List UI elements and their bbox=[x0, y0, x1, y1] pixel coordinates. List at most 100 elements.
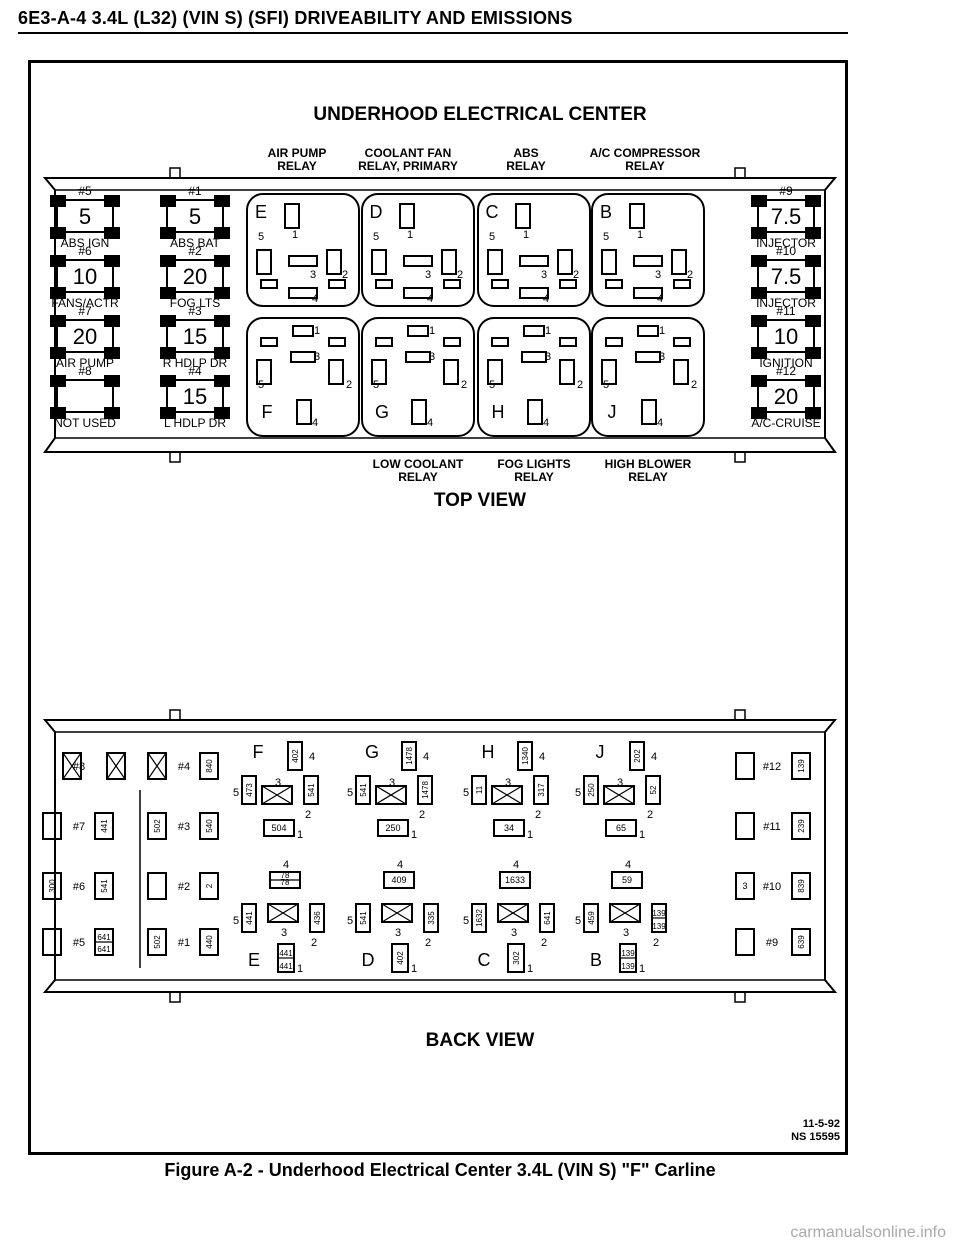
back-fuse-terminal bbox=[42, 872, 62, 900]
wire-number: 139 bbox=[652, 909, 666, 918]
relay-pin bbox=[411, 399, 427, 425]
fuse-number: #9 bbox=[779, 184, 793, 198]
wire-number: 441 bbox=[100, 819, 109, 833]
relay-pin bbox=[605, 337, 623, 347]
wire-number: 540 bbox=[205, 819, 214, 833]
relay-pin bbox=[641, 399, 657, 425]
wire-number: 317 bbox=[537, 783, 546, 797]
relay-pin bbox=[629, 203, 645, 229]
fuse-label: ABS BAT bbox=[170, 236, 220, 250]
back-relay-pin bbox=[497, 903, 529, 923]
relay-body bbox=[591, 317, 705, 437]
bottom-relay-label-line1: LOW COOLANT bbox=[373, 457, 464, 471]
fuse-label: L HDLP DR bbox=[164, 416, 226, 430]
wire-number: 441 bbox=[279, 949, 293, 958]
fuse-amp-rating: 5 bbox=[189, 204, 201, 229]
top-relay-label-line2: RELAY bbox=[625, 159, 665, 173]
relay-pin bbox=[403, 255, 433, 267]
wire-number: 11 bbox=[475, 785, 484, 794]
fuse-body bbox=[166, 319, 224, 353]
back-relay-pin bbox=[583, 903, 599, 933]
figure-frame bbox=[28, 60, 848, 1155]
wire-number: 2 bbox=[205, 883, 214, 888]
relay-pin-number: 3 bbox=[541, 269, 547, 281]
watermark: carmanualsonline.info bbox=[790, 1224, 946, 1241]
relay-pin bbox=[328, 279, 346, 289]
fuse-tab bbox=[104, 287, 120, 299]
relay-pin-number: 1 bbox=[523, 229, 529, 241]
fuse-label: FANS/ACTR bbox=[51, 296, 119, 310]
fuse-tab bbox=[214, 195, 230, 207]
relay-pin-number: 1 bbox=[637, 229, 643, 241]
bottom-relay-label-line2: RELAY bbox=[628, 470, 668, 484]
fuse-tab bbox=[805, 287, 821, 299]
wire-number: 139 bbox=[652, 922, 666, 931]
relay-body bbox=[246, 317, 360, 437]
relay-pin-number: 5 bbox=[463, 787, 469, 799]
relay-pin-number: 1 bbox=[527, 963, 533, 975]
fuse-tab bbox=[104, 255, 120, 267]
relay-pin bbox=[491, 337, 509, 347]
fuse-tab bbox=[751, 195, 767, 207]
back-relay-pin bbox=[377, 819, 409, 837]
relay-pin-number: 3 bbox=[389, 777, 395, 789]
relay-pin-number: 1 bbox=[639, 829, 645, 841]
top-relay-label-line2: RELAY bbox=[277, 159, 317, 173]
relay-pin-number: 5 bbox=[373, 231, 379, 243]
center-title: UNDERHOOD ELECTRICAL CENTER bbox=[313, 104, 647, 125]
relay-pin bbox=[288, 287, 318, 299]
fuse-amp-rating: 15 bbox=[183, 384, 207, 409]
relay-pin bbox=[256, 249, 272, 275]
relay-pin bbox=[673, 337, 691, 347]
relay-pin bbox=[523, 325, 545, 337]
fuse-tab bbox=[50, 227, 66, 239]
fuse-body bbox=[56, 199, 114, 233]
back-fuse-terminal bbox=[106, 752, 126, 780]
wire-number: 436 bbox=[313, 911, 322, 925]
wire-number: 78 bbox=[281, 878, 290, 887]
wire-number: 302 bbox=[512, 951, 521, 965]
wire-number: 441 bbox=[245, 911, 254, 925]
fuse-tab bbox=[104, 347, 120, 359]
wire-number: 1478 bbox=[421, 781, 430, 799]
relay-pin-number: 2 bbox=[425, 937, 431, 949]
fuse-tab bbox=[50, 287, 66, 299]
top-housing-outline bbox=[42, 177, 838, 453]
fuse-tab bbox=[805, 407, 821, 419]
relay-pin-number: 1 bbox=[297, 829, 303, 841]
wire-number: 459 bbox=[587, 911, 596, 925]
relay-pin bbox=[559, 337, 577, 347]
back-relay-letter: G bbox=[365, 742, 379, 762]
wire-number: 300 bbox=[48, 879, 57, 893]
relay-pin bbox=[601, 359, 617, 385]
back-relay-pin bbox=[423, 903, 439, 933]
fuse-tab bbox=[160, 227, 176, 239]
page-header: 6E3-A-4 3.4L (L32) (VIN S) (SFI) DRIVEAB… bbox=[18, 8, 573, 28]
back-fuse-terminal bbox=[791, 752, 811, 780]
relay-pin bbox=[260, 337, 278, 347]
back-relay-pin bbox=[603, 785, 635, 805]
wire-number: 34 bbox=[504, 823, 514, 833]
fuse-tab bbox=[751, 255, 767, 267]
back-relay-letter: F bbox=[253, 742, 264, 762]
back-fuse-number: #1 bbox=[178, 937, 190, 949]
back-latch bbox=[734, 709, 746, 720]
relay-pin bbox=[487, 359, 503, 385]
relay-pin-number: 1 bbox=[297, 963, 303, 975]
back-relay-pin bbox=[499, 871, 531, 889]
wire-number: 239 bbox=[797, 819, 806, 833]
back-fuse-terminal bbox=[199, 752, 219, 780]
relay-pin-number: 4 bbox=[657, 293, 663, 305]
back-relay-pin-cross bbox=[491, 785, 523, 805]
relay-pin-number: 4 bbox=[625, 859, 631, 871]
relay-letter: J bbox=[608, 402, 617, 422]
back-relay-pin bbox=[355, 775, 371, 805]
fuse-number: #10 bbox=[776, 244, 796, 258]
wire-number: 641 bbox=[97, 945, 111, 954]
back-latch bbox=[169, 709, 181, 720]
fuse-tab bbox=[104, 407, 120, 419]
back-relay-pin bbox=[241, 775, 257, 805]
relay-pin-number: 3 bbox=[505, 777, 511, 789]
wire-number: 504 bbox=[271, 823, 286, 833]
relay-pin bbox=[637, 325, 659, 337]
